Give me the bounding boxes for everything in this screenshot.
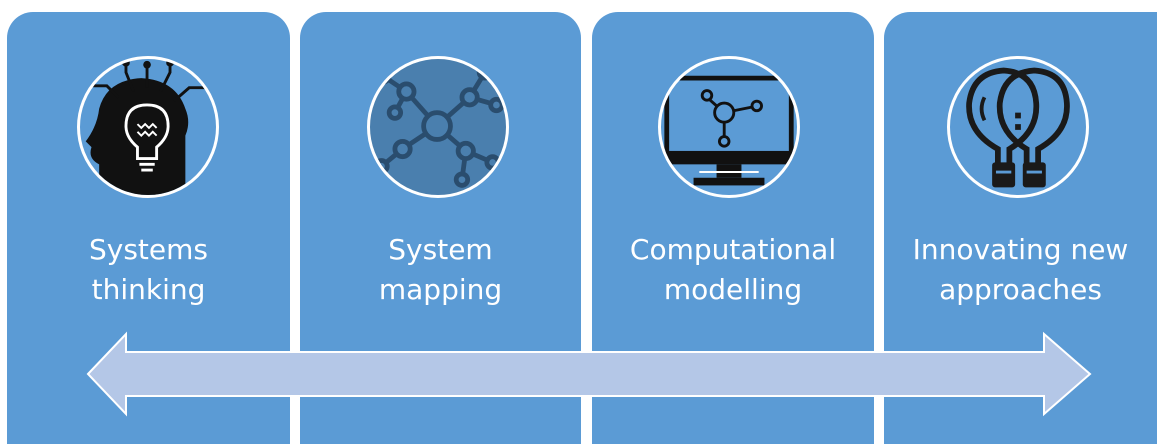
head-lightbulb-icon: [83, 59, 213, 195]
panel-label: Computational modelling: [629, 233, 837, 306]
icon-circle: [77, 56, 219, 198]
double-arrow-shape: [86, 331, 1092, 417]
icon-circle: [658, 56, 800, 198]
panel-label: System mapping: [378, 233, 503, 306]
two-lightbulbs-icon: [966, 67, 1070, 188]
icon-circle: [367, 56, 509, 198]
panel-label: Systems thinking: [89, 233, 208, 306]
panel-label: Innovating new approaches: [912, 233, 1129, 306]
computer-network-icon: [661, 75, 797, 186]
icon-circle: [947, 56, 1089, 198]
double-arrow: [86, 331, 1092, 417]
